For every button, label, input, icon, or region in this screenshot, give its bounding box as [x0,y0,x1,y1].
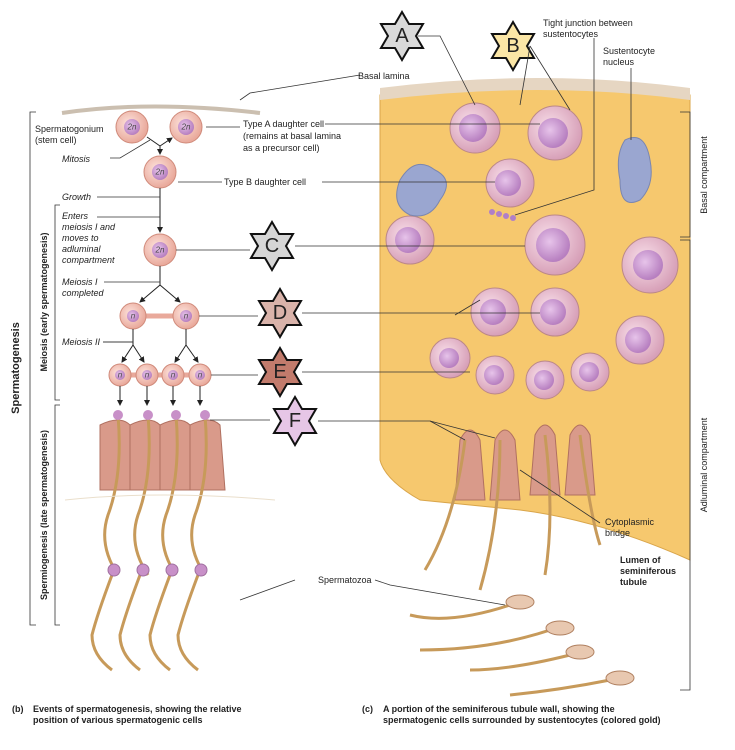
star-letter: A [395,25,409,47]
basal-lamina-label: Basal lamina [358,71,410,81]
ploidy-label: n [131,312,136,321]
star-shape [249,220,295,272]
tight-junction-label-2: sustentocytes [543,29,599,39]
sperm-heads-right [505,594,635,686]
labels: Basal lamina Tight junction between sust… [10,18,709,600]
ploidy-label: n [145,371,150,380]
type-b-label: Type B daughter cell [224,177,306,187]
meiosis-1-label-2: completed [62,288,105,298]
star-shape [272,395,318,447]
type-a-label-2: (remains at basal lamina [243,131,341,141]
caption-b-letter: (b) [12,704,24,714]
sustentocyte-nucleus-label-1: Sustentocyte [603,46,655,56]
star-letter: C [265,235,279,257]
caption-b-line-2: position of various spermatogenic cells [33,715,203,725]
sustentocyte-nuclei [396,137,652,217]
enters-meiosis-label-1: Enters [62,211,89,221]
lumen-label-3: tubule [620,577,647,587]
spermatozoa-right [409,434,611,697]
ploidy-label: 2n [181,123,191,132]
ploidy-label: 2n [155,168,165,177]
basal-lamina-band [380,78,690,100]
star-shape [379,10,425,62]
enters-meiosis-label-3: moves to [62,233,99,243]
star-shape [257,287,303,339]
star-c: C [249,220,295,272]
brackets [29,111,691,691]
spermatozoa-left [90,563,208,672]
leader-lines [97,35,632,606]
growth-label: Growth [62,192,91,202]
meiosis-early-label: Meiosis (early spermatogenesis) [39,232,49,371]
ploidy-label: n [171,371,176,380]
spermatogenesis-label: Spermatogenesis [10,322,22,414]
spermatogonium-cells-right [385,102,679,400]
star-letter: B [506,35,519,57]
tight-junction [489,209,516,221]
star-letter: F [289,410,301,432]
captions: (b) Events of spermatogenesis, showing t… [12,704,661,725]
caption-c-line-1: A portion of the seminiferous tubule wal… [383,704,615,714]
mitosis-label: Mitosis [62,154,91,164]
meiosis-2-label: Meiosis II [62,337,101,347]
tubule-wall-illustration [379,78,691,697]
tight-junction-label-1: Tight junction between [543,18,633,28]
cytoplasmic-bridge-label-2: bridge [605,528,630,538]
left-panel: 2n 2n 2n 2n n n n n n n [61,104,276,672]
spermatids-left [99,410,226,576]
spermatogonium-label-1: Spermatogonium [35,124,104,134]
enters-meiosis-label-4: adluminal [62,244,102,254]
spermiogenesis-late-label: Spermiogenesis (late spermatogenesis) [39,430,49,600]
star-d: D [257,287,303,339]
type-a-label-1: Type A daughter cell [243,119,324,129]
lumen-label-2: seminiferous [620,566,676,576]
ploidy-label: n [118,371,123,380]
arrows [117,136,203,406]
enters-meiosis-label-5: compartment [62,255,115,265]
spermatogonium-label-2: (stem cell) [35,135,77,145]
caption-c-line-2: spermatogenic cells surrounded by susten… [383,715,661,725]
cytoplasmic-bridge-label-1: Cytoplasmic [605,517,655,527]
lumen-label-1: Lumen of [620,555,661,565]
caption-c-letter: (c) [362,704,373,714]
ploidy-label: 2n [155,246,165,255]
spermatids-right [454,424,596,501]
answer-stars: A B C D E F [249,10,536,447]
star-f: F [272,395,318,447]
star-b: B [490,20,536,72]
ploidy-label: n [184,312,189,321]
spermatozoa-label: Spermatozoa [318,575,372,585]
type-a-label-3: as a precursor cell) [243,143,320,153]
ploidy-label: 2n [127,123,137,132]
ploidy-label: n [198,371,203,380]
star-e: E [257,346,303,398]
ploidy-labels: 2n 2n 2n 2n n n n n n n [118,123,203,380]
adluminal-compartment-label: Adluminal compartment [699,417,709,512]
meiosis-1-label-1: Meiosis I [62,277,98,287]
basal-lamina-line [61,104,261,115]
star-letter: E [273,361,286,383]
caption-b-line-1: Events of spermatogenesis, showing the r… [33,704,242,714]
enters-meiosis-label-2: meiosis I and [62,222,116,232]
basal-compartment-label: Basal compartment [699,136,709,214]
sustentocyte-nucleus-label-2: nucleus [603,57,635,67]
star-shape [257,346,303,398]
star-shape [490,20,536,72]
star-a: A [379,10,425,62]
star-letter: D [273,302,287,324]
